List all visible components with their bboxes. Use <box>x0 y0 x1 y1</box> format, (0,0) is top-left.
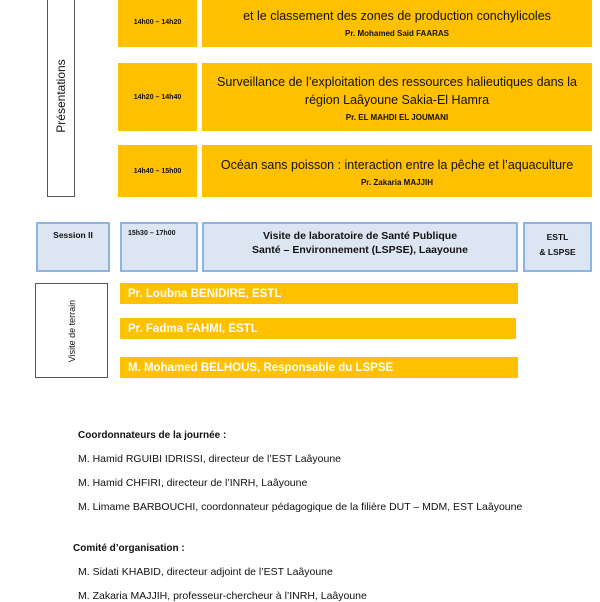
session-title-line: Visite de laboratoire de Santé Publique <box>262 230 458 242</box>
session-time: 15h30 – 17h00 <box>120 222 198 272</box>
talk-time: 14h40 – 15h00 <box>118 145 197 197</box>
talk-card: Surveillance de l’exploitation des resso… <box>202 63 592 131</box>
session-title-line: Santé – Environnement (LSPSE), Laayoune <box>252 244 468 256</box>
session-place: ESTL & LSPSE <box>523 222 592 272</box>
comite-item: M. Sidati KHABID, directeur adjoint de l… <box>78 566 333 578</box>
talk-time: 14h20 – 14h40 <box>118 63 197 131</box>
talk-card: Océan sans poisson : interaction entre l… <box>202 145 592 197</box>
talk-title: et le classement des zones de production… <box>243 9 551 23</box>
visite-person: Pr. Fadma FAHMI, ESTL <box>120 318 516 339</box>
talk-speaker: Pr. Mohamed Said FAARAS <box>344 29 450 38</box>
visite-person: M. Mohamed BELHOUS, Responsable du LSPSE <box>120 357 518 378</box>
visite-label: Visite de terrain <box>66 299 77 362</box>
comite-item: M. Zakaria MAJJIH, professeur-chercheur … <box>78 590 367 602</box>
talk-speaker: Pr. Zakaria MAJJIH <box>360 177 434 187</box>
talk-title: Océan sans poisson : interaction entre l… <box>220 157 574 172</box>
presentations-label-box: Présentations <box>47 0 75 197</box>
visite-person: Pr. Loubna BENIDIRE, ESTL <box>120 283 518 304</box>
coordonnateurs-heading: Coordonnateurs de la journée : <box>78 430 227 441</box>
talk-card: et le classement des zones de production… <box>202 0 592 47</box>
talk-speaker: Pr. EL MAHDI EL JOUMANI <box>345 112 449 122</box>
session-place-line: & LSPSE <box>539 247 576 257</box>
comite-heading: Comité d’organisation : <box>73 543 185 554</box>
coordonnateur-item: M. Limame BARBOUCHI, coordonnateur pédag… <box>78 501 523 513</box>
session-label: Session II <box>36 222 110 272</box>
presentations-label: Présentations <box>54 59 68 133</box>
session-place-line: ESTL <box>546 232 569 242</box>
coordonnateur-item: M. Hamid RGUIBI IDRISSI, directeur de l’… <box>78 453 341 465</box>
talk-title: Surveillance de l’exploitation des resso… <box>217 74 577 107</box>
coordonnateur-item: M. Hamid CHFIRI, directeur de l’INRH, La… <box>78 477 308 489</box>
session-title: Visite de laboratoire de Santé Publique … <box>202 222 518 272</box>
talk-time: 14h00 – 14h20 <box>118 0 197 47</box>
visite-label-box: Visite de terrain <box>35 283 108 378</box>
